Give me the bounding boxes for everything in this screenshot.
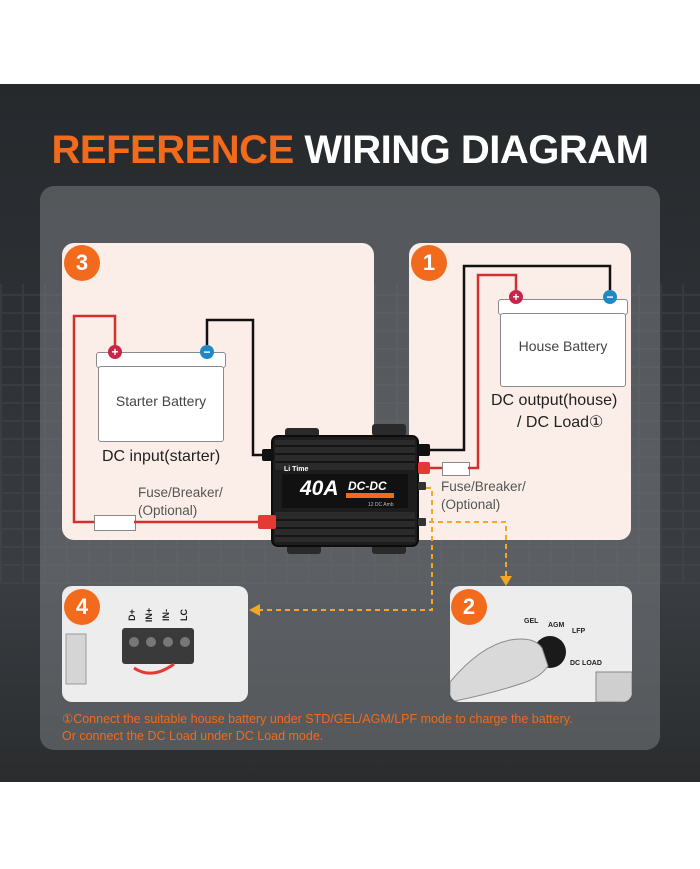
footnote: ①Connect the suitable house battery unde… <box>62 711 573 745</box>
hand <box>450 638 549 702</box>
mode-label-gel: GEL <box>524 618 539 625</box>
house-positive-wire <box>420 273 518 470</box>
mode-label-dc-load: DC LOAD <box>570 660 602 667</box>
step-1-badge: 1 <box>411 245 447 281</box>
starter-positive-terminal: + <box>108 345 122 359</box>
dc-input-caption: DC input(starter) <box>102 448 221 465</box>
terminal-screw <box>146 637 156 647</box>
dash-to-step-2 <box>420 521 507 578</box>
input-fuse-label-2: (Optional) <box>138 503 198 518</box>
dc-dc-charger <box>258 424 430 554</box>
starter-negative-wire <box>205 318 270 457</box>
starter-negative-terminal: − <box>200 345 214 359</box>
charger-orange-stripe <box>346 493 394 498</box>
charger-label-plate <box>282 474 408 508</box>
terminal-block <box>122 628 194 664</box>
output-fuse-label-2: (Optional) <box>441 497 501 512</box>
mode-label-agm: AGM <box>548 622 565 629</box>
terminal-label-lc: LC <box>179 609 189 621</box>
terminal-screw <box>163 637 173 647</box>
terminal-screw <box>180 637 190 647</box>
dash-to-step-4 <box>258 487 433 611</box>
input-fuse-label-1: Fuse/Breaker/ <box>138 485 223 500</box>
charger-model: DC-DC <box>348 479 387 493</box>
input-black-connector <box>262 449 274 461</box>
house-negative-terminal: − <box>603 290 617 304</box>
starter-positive-wire <box>72 314 262 524</box>
terminal-arrow <box>133 662 175 675</box>
terminal-housing <box>65 633 87 685</box>
house-battery-label: House Battery <box>518 338 608 354</box>
signal-connector <box>418 518 426 526</box>
output-fuse-label-1: Fuse/Breaker/ <box>441 479 526 494</box>
footnote-line-1: ①Connect the suitable house battery unde… <box>62 712 573 726</box>
terminal-block-illustration <box>65 628 194 685</box>
title-highlight: REFERENCE <box>51 128 295 172</box>
mode-switch-illustration <box>450 636 632 702</box>
step-4-badge: 4 <box>64 589 100 625</box>
output-red-connector <box>418 462 430 474</box>
dc-output-caption-2: / DC Load① <box>517 414 604 431</box>
charger-brand: Li Time <box>284 466 309 473</box>
terminal-screw <box>129 637 139 647</box>
dash-arrowhead-down <box>500 576 512 586</box>
signal-connector <box>418 482 426 490</box>
terminal-label-in-minus: IN- <box>161 609 171 621</box>
mode-label-lfp: LFP <box>572 628 586 635</box>
starter-battery-label: Starter Battery <box>115 393 207 409</box>
house-negative-wire <box>420 264 612 452</box>
terminal-label-d-plus: D+ <box>126 609 137 621</box>
dash-arrowhead-left <box>249 604 260 616</box>
page-title: REFERENCE WIRING DIAGRAM <box>0 128 700 173</box>
terminal-label-in-plus: IN+ <box>144 607 155 623</box>
input-red-connector <box>258 515 276 529</box>
step-3-badge: 3 <box>64 245 100 281</box>
house-positive-terminal: + <box>509 290 523 304</box>
charger-sub-label: 12 DC Amb <box>368 502 394 508</box>
charger-mount-top-right <box>372 424 406 436</box>
dc-output-caption-1: DC output(house) <box>491 392 618 409</box>
output-black-connector <box>418 444 430 456</box>
step-2-badge: 2 <box>451 589 487 625</box>
title-rest: WIRING DIAGRAM <box>304 128 649 172</box>
footnote-line-2: Or connect the DC Load under DC Load mod… <box>62 729 324 743</box>
starter-battery: Starter Battery <box>98 366 224 442</box>
charger-rating: 40A <box>300 477 339 500</box>
device-corner <box>595 671 632 702</box>
house-battery: House Battery <box>500 313 626 387</box>
